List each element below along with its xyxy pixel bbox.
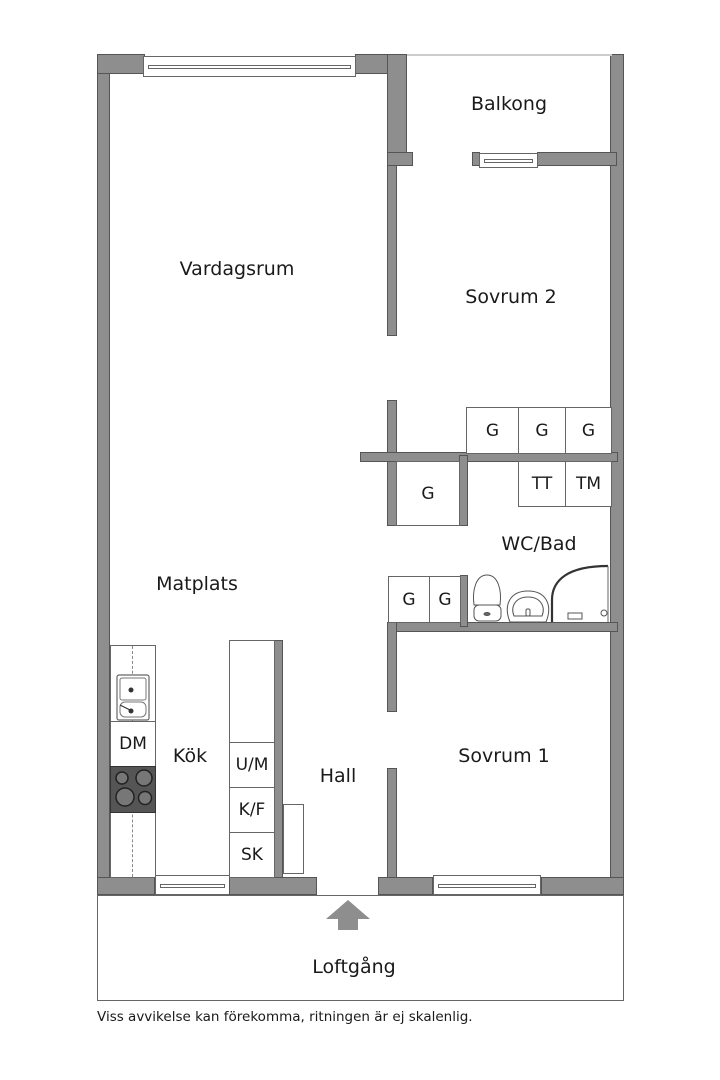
- closet-label: G: [421, 483, 435, 504]
- loftgang-area: [97, 895, 624, 1001]
- arrow-up-icon: [326, 900, 370, 930]
- sink-icon: [116, 674, 150, 721]
- room-label-sovrum1: Sovrum 1: [458, 745, 550, 767]
- closet-label: G: [581, 420, 596, 441]
- room-label-matplats: Matplats: [156, 573, 238, 595]
- closet-label: G: [402, 589, 416, 610]
- kitchen-unit-kf: K/F: [229, 787, 275, 833]
- hall-shelf: [283, 804, 304, 874]
- unit-label: U/M: [235, 755, 269, 775]
- wall-balkong-bottom-left: [387, 152, 413, 166]
- toilet-icon: [473, 574, 502, 622]
- room-label-hall: Hall: [319, 765, 357, 787]
- window-vardagsrum: [143, 56, 356, 77]
- balkong-area: [407, 54, 612, 153]
- dishwasher-label: DM: [119, 734, 147, 754]
- kitchen-tall-cabinet: [229, 640, 275, 743]
- room-label-loftgang: Loftgång: [312, 956, 396, 978]
- room-label-wc-bad: WC/Bad: [501, 533, 577, 555]
- closet-label: G: [485, 420, 500, 441]
- closet-g-1: G: [466, 407, 519, 454]
- closet-g-2: G: [518, 407, 566, 454]
- kitchen-unit-sk: SK: [229, 832, 275, 878]
- dishwasher: DM: [110, 721, 156, 767]
- closet-label: TT: [531, 474, 553, 494]
- unit-label: K/F: [238, 800, 266, 820]
- closet-tm: TM: [565, 461, 612, 507]
- washbasin-icon: [506, 590, 550, 623]
- closet-hall-g: G: [396, 461, 460, 526]
- closet-label: TM: [575, 474, 602, 494]
- disclaimer-text: Viss avvikelse kan förekomma, ritningen …: [97, 1009, 473, 1025]
- closet-wc-g-2: G: [429, 576, 461, 623]
- shower-icon: [550, 564, 609, 622]
- closet-label: G: [438, 589, 452, 610]
- burners-icon: [115, 769, 153, 807]
- room-label-balkong: Balkong: [470, 93, 548, 115]
- window-kok: [155, 875, 230, 895]
- wall-bottom-hall-right: [378, 877, 433, 895]
- room-label-sovrum2: Sovrum 2: [465, 286, 557, 308]
- room-label-kok: Kök: [172, 745, 208, 767]
- room-label-vardagsrum: Vardagsrum: [179, 258, 295, 280]
- window-sovrum2: [479, 153, 538, 168]
- kitchen-unit-um: U/M: [229, 742, 275, 788]
- closet-g-3: G: [565, 407, 612, 454]
- closet-label: G: [535, 420, 549, 441]
- window-sovrum1: [433, 875, 541, 895]
- wall-bottom-right: [541, 877, 624, 895]
- closet-tt: TT: [518, 461, 566, 507]
- unit-label: SK: [241, 845, 263, 865]
